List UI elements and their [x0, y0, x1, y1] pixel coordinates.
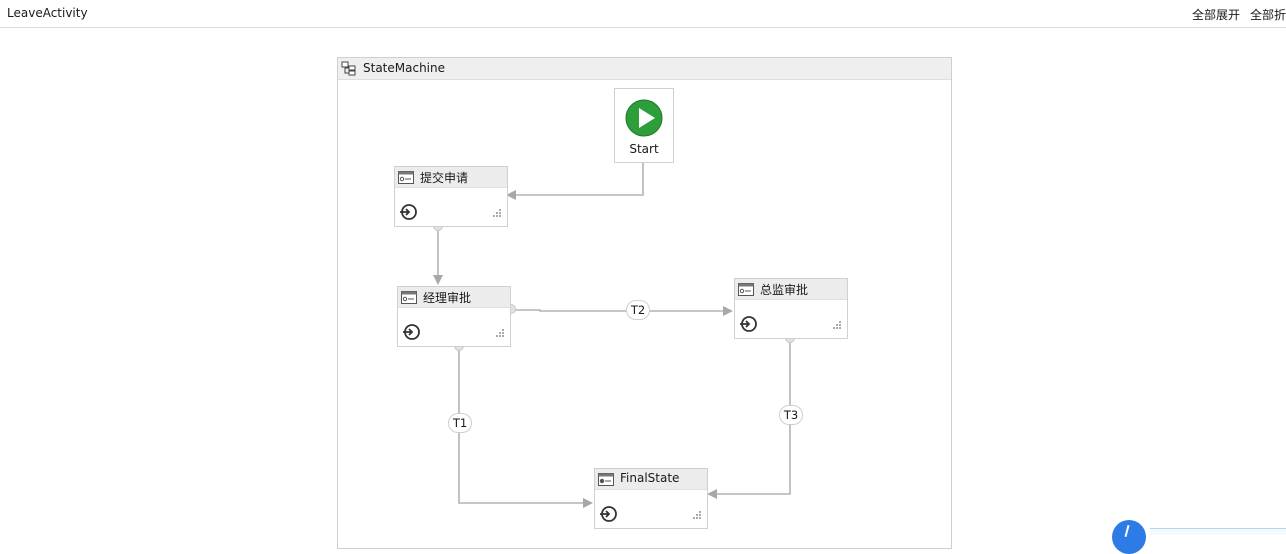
t3-arrow — [707, 489, 717, 499]
state-icon — [398, 171, 414, 187]
floating-widget — [1112, 520, 1286, 554]
state-header: 总监审批 — [735, 279, 847, 300]
t1-arrow — [583, 498, 593, 508]
state-header: FinalState — [595, 469, 707, 490]
final-state-icon — [598, 473, 614, 489]
state-submit-request[interactable]: 提交申请 — [394, 166, 508, 227]
state-label: FinalState — [620, 471, 680, 485]
play-icon — [625, 99, 663, 140]
t3-line — [712, 338, 791, 495]
entry-icon[interactable] — [739, 315, 759, 336]
entry-icon[interactable] — [599, 505, 619, 526]
document-title: LeaveActivity — [7, 6, 88, 20]
start-transition-line — [512, 163, 644, 196]
transition-label-t3[interactable]: T3 — [779, 405, 803, 425]
state-header: 提交申请 — [395, 167, 507, 188]
state-icon — [401, 291, 417, 307]
state-final[interactable]: FinalState — [594, 468, 708, 529]
transition-label-t2[interactable]: T2 — [626, 300, 650, 320]
start-arrow — [506, 190, 516, 200]
assistant-button[interactable] — [1112, 520, 1146, 554]
submit-arrow — [433, 275, 443, 285]
designer-toolbar: LeaveActivity 全部展开 全部折 — [0, 0, 1286, 28]
state-machine-icon — [341, 61, 357, 79]
state-label: 提交申请 — [420, 171, 469, 185]
transition-wires — [433, 163, 795, 508]
state-icon — [738, 283, 754, 299]
t1-line — [458, 346, 587, 504]
entry-icon[interactable] — [402, 323, 422, 344]
expand-all-button[interactable]: 全部展开 — [1192, 8, 1241, 22]
state-machine-header[interactable]: StateMachine — [338, 58, 951, 80]
state-director-approval[interactable]: 总监审批 — [734, 278, 848, 339]
resize-grip-icon[interactable] — [495, 326, 504, 340]
collapse-all-button[interactable]: 全部折 — [1250, 8, 1286, 22]
start-label: Start — [629, 142, 659, 156]
resize-grip-icon[interactable] — [832, 318, 841, 332]
state-label: 经理审批 — [423, 291, 472, 305]
t2-line — [511, 309, 727, 312]
state-manager-approval[interactable]: 经理审批 — [397, 286, 511, 347]
state-label: 总监审批 — [760, 283, 809, 297]
start-node[interactable]: Start — [614, 88, 674, 163]
state-header: 经理审批 — [398, 287, 510, 308]
widget-strip — [1150, 528, 1286, 535]
state-machine-title: StateMachine — [363, 61, 445, 75]
resize-grip-icon[interactable] — [692, 508, 701, 522]
slash-icon — [1124, 524, 1130, 538]
t2-arrow — [723, 306, 733, 316]
entry-icon[interactable] — [399, 203, 419, 224]
resize-grip-icon[interactable] — [492, 206, 501, 220]
transition-label-t1[interactable]: T1 — [448, 413, 472, 433]
